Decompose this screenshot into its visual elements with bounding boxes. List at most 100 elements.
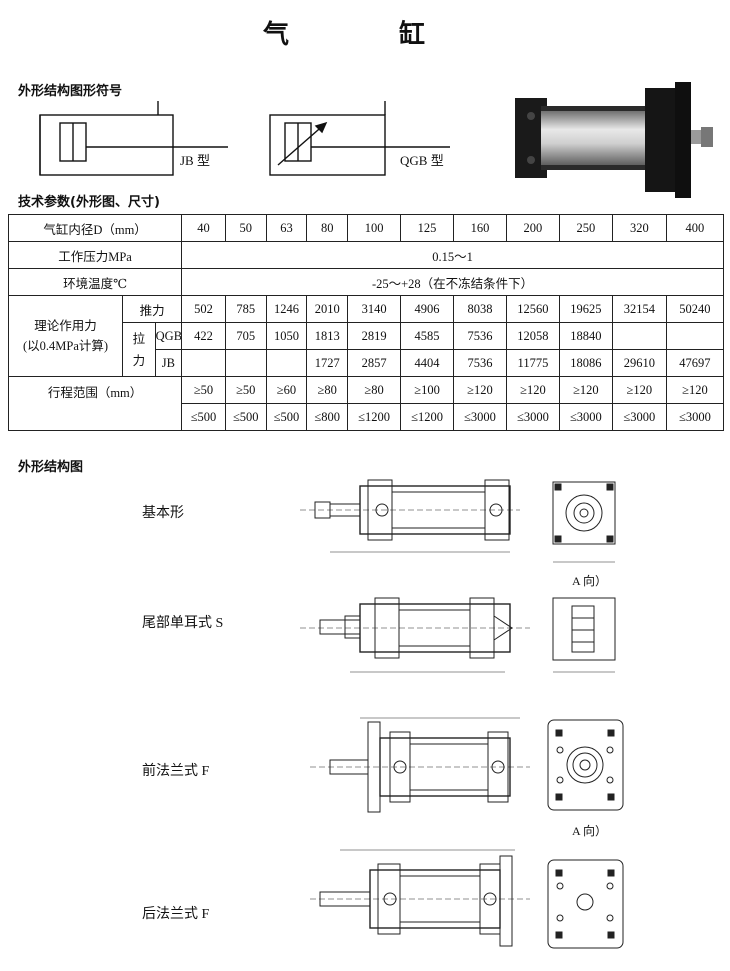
- label-front-flange: 前法兰式 F: [142, 764, 210, 779]
- page-title: 气 缸: [262, 20, 467, 50]
- cell: 7536: [453, 349, 507, 377]
- qgb-type-label: QGB 型: [400, 153, 444, 168]
- cell: ≤3000: [611, 403, 667, 431]
- cylinder-photo: [515, 82, 713, 198]
- cell: 2857: [347, 349, 402, 377]
- pull-label: 拉 力: [122, 322, 156, 377]
- label-tail-ear: 尾部单耳式 S: [142, 616, 224, 631]
- qgb-label: QGB: [154, 322, 183, 350]
- cell: 705: [224, 322, 267, 350]
- cell: [611, 322, 667, 350]
- force-label-line2: (以0.4MPa计算): [22, 339, 109, 353]
- cell: ≥80: [347, 376, 402, 404]
- drawing-tail-ear: [300, 597, 616, 673]
- cell: 2010: [306, 295, 349, 323]
- table-row-push: 理论作用力 (以0.4MPa计算) 推力 502 785 1246 2010 3…: [7, 295, 725, 377]
- cell: 502: [181, 295, 226, 323]
- drawing-front-flange: [310, 717, 624, 813]
- cell: 19625: [558, 295, 613, 323]
- cell: 47697: [665, 349, 725, 377]
- cell: 1246: [265, 295, 308, 323]
- pull-label-line1: 拉: [132, 331, 146, 346]
- cell: 125: [400, 214, 454, 242]
- bore-label: 气缸内径D（mm）: [7, 214, 183, 242]
- table-row-pressure: 工作压力MPa 0.15～1: [7, 241, 724, 269]
- cell: 7536: [453, 322, 507, 350]
- label-rear-flange: 后法兰式 F: [142, 907, 210, 922]
- cell: ≤500: [265, 403, 308, 431]
- cell: 4585: [400, 322, 454, 350]
- force-label-line1: 理论作用力: [34, 319, 97, 333]
- cell: 1727: [306, 349, 349, 377]
- cell: 2819: [347, 322, 402, 350]
- cell: ≤1200: [347, 403, 402, 431]
- drawing-rear-flange: [310, 849, 624, 949]
- cell: [181, 349, 226, 377]
- cell: 80: [306, 214, 349, 242]
- cell: ≤3000: [505, 403, 560, 431]
- label-basic: 基本形: [142, 506, 184, 521]
- cell: ≤1200: [400, 403, 454, 431]
- push-label: 推力: [122, 295, 183, 323]
- cell: [224, 349, 267, 377]
- stroke-label: 行程范围（mm）: [7, 376, 183, 431]
- symbol-section-heading: 外形结构图形符号: [18, 84, 123, 99]
- cell: 4404: [400, 349, 454, 377]
- cell: 40: [181, 214, 226, 242]
- cell: ≥50: [224, 376, 267, 404]
- cell: ≥80: [306, 376, 349, 404]
- jb-symbol: [39, 101, 228, 176]
- cell: 4906: [400, 295, 454, 323]
- pressure-value: 0.15～1: [181, 241, 724, 269]
- cell: 63: [265, 214, 308, 242]
- cell: 320: [611, 214, 667, 242]
- cell: [265, 349, 308, 377]
- cell: 50: [224, 214, 267, 242]
- view-a-label-1: A 向）: [572, 574, 608, 588]
- cell: 12560: [505, 295, 560, 323]
- cell: 18840: [558, 322, 613, 350]
- cell: 29610: [611, 349, 667, 377]
- cell: ≥60: [265, 376, 308, 404]
- cell: 50240: [665, 295, 725, 323]
- drawings-section-heading: 外形结构图: [18, 460, 84, 475]
- cell: 12058: [505, 322, 560, 350]
- view-a-label-2: A 向）: [572, 824, 608, 838]
- temperature-value: -25～+28（在不冻结条件下）: [181, 268, 724, 296]
- table-row-temperature: 环境温度℃ -25～+28（在不冻结条件下）: [7, 268, 724, 296]
- cell: 32154: [611, 295, 667, 323]
- table-row-stroke-max: ≤500 ≤500 ≤500 ≤800 ≤1200 ≤1200 ≤3000 ≤3…: [9, 403, 725, 431]
- cell: ≤3000: [665, 403, 725, 431]
- cell: ≥120: [505, 376, 560, 404]
- pressure-label: 工作压力MPa: [7, 241, 183, 269]
- spec-table: 气缸内径D（mm） 40 50 63 80 100 125 160 200 25…: [7, 214, 725, 431]
- force-label: 理论作用力 (以0.4MPa计算): [7, 295, 124, 377]
- cell: 3140: [347, 295, 402, 323]
- cell: 11775: [505, 349, 560, 377]
- cell: ≤3000: [453, 403, 507, 431]
- cell: [665, 322, 725, 350]
- cell: ≤500: [181, 403, 226, 431]
- table-row-pull-qgb: 拉 力 QGB 422 705 1050 1813 2819 4585 7536…: [9, 322, 725, 377]
- cell: ≥100: [400, 376, 454, 404]
- cell: 1813: [306, 322, 349, 350]
- drawing-basic: [300, 479, 616, 563]
- qgb-symbol: [269, 101, 450, 176]
- temperature-label: 环境温度℃: [7, 268, 183, 296]
- table-row-pull-jb: JB 1727 2857 4404 7536 11775 18086 29610…: [9, 349, 725, 377]
- cell: ≤800: [306, 403, 349, 431]
- cell: ≥120: [558, 376, 613, 404]
- table-row-bore: 气缸内径D（mm） 40 50 63 80 100 125 160 200 25…: [7, 214, 725, 242]
- pull-label-line2: 力: [132, 353, 146, 368]
- cell: 100: [347, 214, 402, 242]
- table-row-stroke-min: 行程范围（mm） ≥50 ≥50 ≥60 ≥80 ≥80 ≥100 ≥120 ≥…: [7, 376, 725, 431]
- cell: ≤500: [224, 403, 267, 431]
- cell: 1050: [265, 322, 308, 350]
- cell: 422: [181, 322, 226, 350]
- cell: ≥50: [181, 376, 226, 404]
- cell: 200: [505, 214, 560, 242]
- cell: 8038: [453, 295, 507, 323]
- cell: 160: [453, 214, 507, 242]
- spec-section-heading: 技术参数(外形图、尺寸): [18, 195, 160, 210]
- cell: 250: [558, 214, 613, 242]
